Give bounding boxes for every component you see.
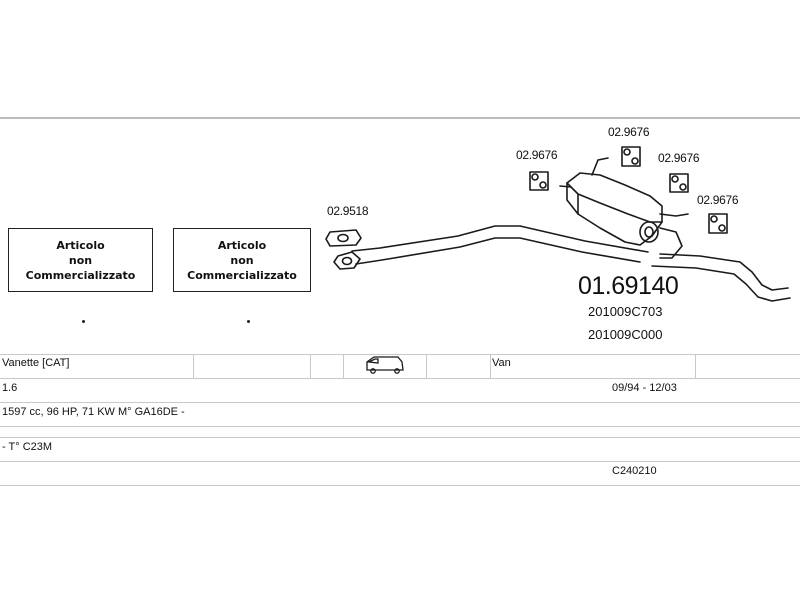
vehicle-engine: 1.6 — [2, 382, 18, 394]
not-available-box-1: Articolo non Commercializzato — [8, 228, 153, 292]
label-hanger-1: 02.9676 — [516, 148, 558, 162]
table-col-divider-4 — [426, 354, 427, 378]
table-rule-0 — [0, 354, 800, 355]
vehicle-specs: 1597 cc, 96 HP, 71 KW M° GA16DE - — [2, 406, 185, 418]
table-rule-3 — [0, 426, 800, 427]
table-rule-4 — [0, 461, 800, 462]
label-hanger-3: 02.9676 — [658, 151, 700, 165]
rear-silencer — [559, 157, 689, 259]
na-box-1-line3: Commercializzato — [25, 268, 136, 282]
na-box-1-line2: non — [68, 253, 93, 267]
na-box-2-line3: Commercializzato — [187, 268, 297, 282]
rubber-hanger-1 — [529, 171, 549, 191]
label-hanger-2: 02.9676 — [608, 125, 650, 139]
table-col-divider-1 — [193, 354, 194, 378]
rubber-hanger-4 — [708, 213, 728, 234]
table-col-divider-6 — [695, 354, 696, 378]
na-box-1-line1: Articolo — [56, 238, 105, 252]
table-rule-5 — [0, 485, 800, 486]
table-rule-2 — [0, 402, 800, 403]
vehicle-model: Vanette [CAT] — [2, 357, 70, 369]
oem-reference-1: 201009C703 — [588, 304, 663, 319]
front-flange-bracket — [325, 229, 362, 270]
oem-reference-2: 201009C000 — [588, 327, 663, 342]
van-icon — [366, 356, 404, 374]
catalog-code: C240210 — [612, 465, 657, 477]
table-col-divider-5 — [490, 354, 491, 378]
table-col-divider-2 — [310, 354, 311, 378]
vehicle-body-type: Van — [492, 357, 511, 369]
exhaust-pipe — [351, 225, 791, 302]
label-hanger-4: 02.9676 — [697, 193, 739, 207]
main-part-number: 01.69140 — [578, 272, 679, 300]
rubber-hanger-2 — [621, 146, 641, 167]
vehicle-type-code: - T° C23M — [2, 441, 53, 453]
rubber-hanger-3 — [669, 173, 689, 193]
not-available-box-2: Articolo non Commercializzato — [173, 228, 311, 292]
bullet-dot-2 — [247, 320, 250, 323]
table-rule-1 — [0, 378, 800, 379]
label-bracket-front: 02.9518 — [327, 204, 369, 218]
bullet-dot-1 — [82, 320, 85, 323]
vehicle-years: 09/94 - 12/03 — [612, 382, 677, 394]
na-box-2-line2: non — [230, 253, 254, 267]
table-col-divider-3 — [343, 354, 344, 378]
na-box-2-line1: Articolo — [217, 238, 267, 252]
diagram-top-rule — [0, 117, 800, 119]
table-rule-3b — [0, 437, 800, 438]
